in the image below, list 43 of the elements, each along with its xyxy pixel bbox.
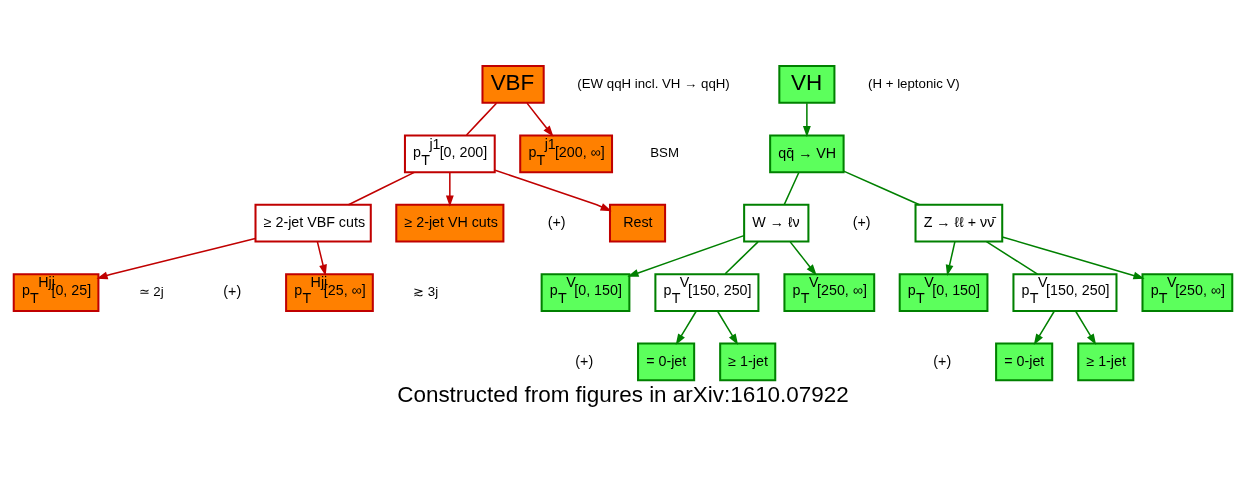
arrow (945, 241, 956, 276)
node-label: ≃ 2j (138, 284, 164, 300)
connector (724, 241, 759, 275)
node-label: (EW qqH incl. VH → qqH) (577, 75, 730, 91)
arrow (789, 241, 817, 276)
node-label: (H + leptonic V) (868, 75, 960, 91)
label: (+) (933, 352, 952, 369)
node-box: qq̄ → VH (769, 134, 845, 174)
node-box: Z → ℓℓ + νν̄ (914, 203, 1004, 243)
node-box: = 0-jet (637, 342, 696, 382)
arrow (526, 102, 554, 137)
node-box: ≥ 2-jet VBF cuts (254, 203, 372, 243)
node-box: ≥ 2-jet VH cuts (395, 203, 505, 243)
label: (+) (223, 283, 242, 300)
label: (+) (575, 352, 594, 369)
node-box: Rest (608, 203, 667, 243)
label: (+) (852, 213, 871, 230)
node-box: W → ℓν (743, 203, 810, 243)
arrow (316, 241, 327, 276)
arrow (1001, 236, 1145, 280)
node-box: VBF (481, 65, 545, 104)
node-box: = 0-jet (995, 342, 1054, 382)
connector (465, 102, 498, 136)
arrow (1033, 310, 1055, 346)
arrow (1074, 310, 1097, 346)
arrow (802, 102, 811, 138)
node-box: ≥ 1-jet (719, 342, 777, 382)
arrow (675, 310, 697, 346)
node-label: BSM (650, 145, 680, 161)
arrow (96, 237, 257, 280)
arrow (627, 234, 745, 277)
connector (985, 240, 1039, 275)
label: (+) (547, 213, 566, 230)
arrow (716, 310, 739, 346)
node-box: ≥ 1-jet (1077, 342, 1135, 382)
caption: Constructed from figures in arXiv:1610.07922 (397, 382, 849, 408)
node-label: ≳ 3j (413, 284, 439, 300)
connector (842, 170, 921, 206)
connector (783, 171, 800, 206)
node-box: VH (778, 65, 836, 104)
arrow (494, 169, 612, 212)
arrow (445, 171, 454, 207)
connector (347, 171, 416, 206)
